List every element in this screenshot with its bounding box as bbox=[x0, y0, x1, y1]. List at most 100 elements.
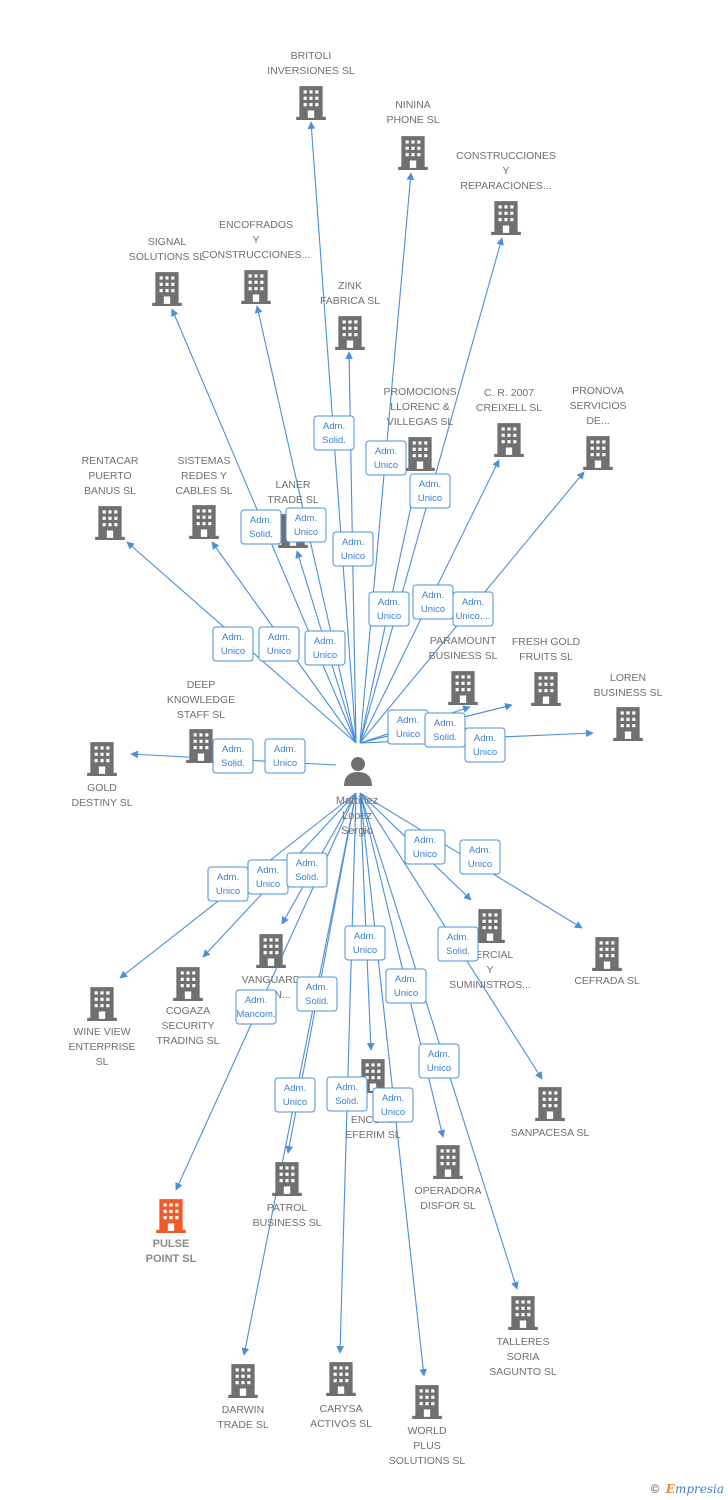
role-badge-r16[interactable]: Adm.Solid. bbox=[212, 738, 254, 774]
role-badge-r8[interactable]: Adm.Unico bbox=[412, 584, 454, 620]
building-icon[interactable] bbox=[156, 1199, 186, 1233]
role-badge-r1[interactable]: Adm.Solid. bbox=[313, 415, 355, 451]
role-badge-r20[interactable]: Adm.Solid. bbox=[286, 852, 328, 888]
building-icon[interactable] bbox=[87, 987, 117, 1021]
role-badge-box[interactable] bbox=[385, 968, 427, 1004]
building-icon[interactable] bbox=[448, 671, 478, 705]
role-badge-r4[interactable]: Adm.Solid. bbox=[240, 509, 282, 545]
role-badge-r17[interactable]: Adm.Unico bbox=[264, 738, 306, 774]
building-icon[interactable] bbox=[494, 423, 524, 457]
building-icon[interactable] bbox=[186, 729, 216, 763]
building-icon[interactable] bbox=[173, 967, 203, 1001]
role-badge-box[interactable] bbox=[459, 839, 501, 875]
role-badge-box[interactable] bbox=[372, 1087, 414, 1123]
role-badge-box[interactable] bbox=[344, 925, 386, 961]
building-icon[interactable] bbox=[405, 437, 435, 471]
role-badge-box[interactable] bbox=[285, 507, 327, 543]
role-badge-box[interactable] bbox=[264, 738, 306, 774]
building-icon[interactable] bbox=[508, 1296, 538, 1330]
building-icon[interactable] bbox=[189, 505, 219, 539]
role-badge-r5[interactable]: Adm.Unico bbox=[285, 507, 327, 543]
role-badge-box[interactable] bbox=[212, 626, 254, 662]
role-badge-r27[interactable]: Adm.Mancom. bbox=[235, 989, 277, 1025]
role-badge-box[interactable] bbox=[313, 415, 355, 451]
role-badge-r30[interactable]: Adm.Solid. bbox=[326, 1076, 368, 1112]
role-badge-r2[interactable]: Adm.Unico bbox=[365, 440, 407, 476]
role-badge-r15[interactable]: Adm.Unico bbox=[464, 727, 506, 763]
role-badge-box[interactable] bbox=[437, 926, 479, 962]
role-badge-r18[interactable]: Adm.Unico bbox=[207, 866, 249, 902]
role-badge-box[interactable] bbox=[368, 591, 410, 627]
building-icon[interactable] bbox=[491, 201, 521, 235]
role-badge-r12[interactable]: Adm.Unico bbox=[304, 630, 346, 666]
role-badge-r25[interactable]: Adm.Unico bbox=[385, 968, 427, 1004]
role-badge-box[interactable] bbox=[404, 829, 446, 865]
building-icon[interactable] bbox=[152, 272, 182, 306]
role-badge-r3[interactable]: Adm.Unico bbox=[409, 473, 451, 509]
role-badge-r31[interactable]: Adm.Unico bbox=[372, 1087, 414, 1123]
role-badge-r28[interactable]: Adm.Unico bbox=[418, 1043, 460, 1079]
role-badge-r10[interactable]: Adm.Unico bbox=[212, 626, 254, 662]
building-icon[interactable] bbox=[228, 1364, 258, 1398]
building-icon[interactable] bbox=[531, 672, 561, 706]
role-badge-r29[interactable]: Adm.Unico bbox=[274, 1077, 316, 1113]
role-badge-r11[interactable]: Adm.Unico bbox=[258, 626, 300, 662]
role-badge-r7[interactable]: Adm.Unico bbox=[368, 591, 410, 627]
role-badge-r24[interactable]: Adm.Unico bbox=[344, 925, 386, 961]
building-icon[interactable] bbox=[296, 86, 326, 120]
role-badge-r23[interactable]: Adm.Solid. bbox=[437, 926, 479, 962]
role-badge-box[interactable] bbox=[304, 630, 346, 666]
role-badge-box[interactable] bbox=[464, 727, 506, 763]
company-node-cefrada[interactable]: CEFRADA SL bbox=[574, 937, 640, 987]
building-icon[interactable] bbox=[592, 937, 622, 971]
role-badge-r26[interactable]: Adm.Solid. bbox=[296, 976, 338, 1012]
company-node-sanpacesa[interactable]: SANPACESA SL bbox=[511, 1087, 590, 1139]
building-icon[interactable] bbox=[613, 707, 643, 741]
role-badge-r21[interactable]: Adm.Unico bbox=[404, 829, 446, 865]
role-badge-r22[interactable]: Adm.Unico bbox=[459, 839, 501, 875]
building-icon[interactable] bbox=[398, 136, 428, 170]
building-icon[interactable] bbox=[475, 909, 505, 943]
building-icon[interactable] bbox=[256, 934, 286, 968]
role-badge-box[interactable] bbox=[418, 1043, 460, 1079]
role-badge-box[interactable] bbox=[365, 440, 407, 476]
